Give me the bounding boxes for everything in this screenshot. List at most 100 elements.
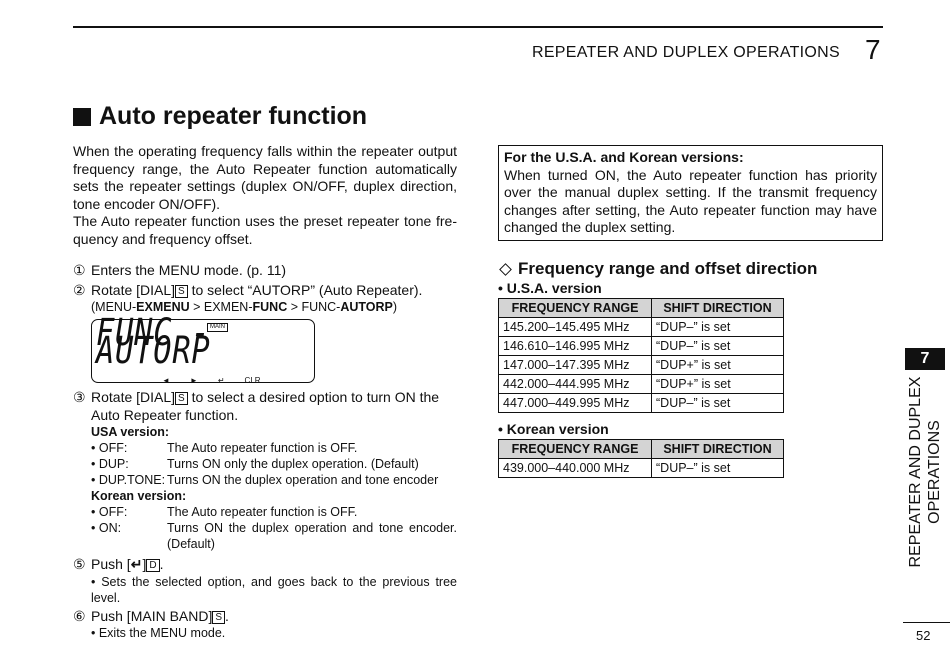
shift-cell: “DUP–” is set [651, 458, 784, 478]
notice-heading: For the U.S.A. and Korean versions: [504, 149, 744, 165]
shift-cell: “DUP–” is set [651, 393, 784, 413]
lcd-main-indicator: MAIN [207, 323, 228, 332]
step-5: ⑤ Push [↵]D. [73, 556, 457, 574]
lcd-text: FUNC - AUTORP [96, 311, 211, 372]
section-title-text: Auto repeater function [99, 102, 368, 130]
menu-path: (MENU-EXMENU > EXMEN-FUNC > FUNC-AUTORP) [91, 299, 457, 315]
menu-path-part: > FUNC- [287, 300, 341, 314]
page-number: 52 [916, 628, 931, 643]
top-rule [73, 26, 883, 28]
column-header-shift: SHIFT DIRECTION [651, 439, 784, 459]
notice-body: When turned ON, the Auto repeater functi… [504, 166, 877, 236]
menu-path-part: > EXMEN- [189, 300, 253, 314]
step-text: Enters the MENU mode. (p. 11) [91, 262, 287, 278]
step-6-note: • Exits the MENU mode. [91, 626, 226, 640]
step-5-note: • Sets the selected option, and goes bac… [91, 574, 457, 605]
step-text-part: to select “AUTORP” (Auto Repeater). [187, 281, 423, 298]
frequency-section-heading: Frequency range and offset direction [498, 259, 817, 279]
table-row: 146.610–146.995 MHz“DUP–” is set [498, 336, 784, 356]
range-cell: 145.200–145.495 MHz [498, 317, 652, 337]
shift-cell: “DUP+” is set [651, 374, 784, 394]
shift-cell: “DUP–” is set [651, 336, 784, 356]
step-text-part: . [225, 607, 229, 624]
step-text: Push [↵]D. [91, 556, 457, 574]
square-bullet-icon [73, 107, 91, 126]
steps-list: ① Enters the MENU mode. (p. 11) ② Rotate… [73, 262, 457, 641]
menu-path-part: EXMENU [136, 300, 190, 314]
korea-table-label: • Korean version [498, 421, 609, 437]
frequency-section-title: Frequency range and offset direction [518, 259, 818, 278]
menu-path-part: (MENU- [91, 300, 137, 314]
side-key-icon: S [175, 284, 188, 298]
versions-notice-box: For the U.S.A. and Korean versions: When… [498, 145, 883, 241]
chapter-number: 7 [865, 34, 881, 65]
running-header: REPEATER AND DUPLEX OPERATIONS [531, 44, 840, 61]
lcd-softkeys: ◄ ► ↵ CLR [162, 372, 261, 390]
shift-cell: “DUP+” is set [651, 355, 784, 375]
option-row: • DUP: Turns ON only the duplex operation… [91, 456, 457, 472]
lcd-display-illustration: MAIN FUNC - AUTORP ◄ ► ↵ CLR [91, 311, 315, 385]
step-text: Push [MAIN BAND]S. [91, 608, 457, 626]
step-text: Rotate [DIAL]S to select a desired optio… [91, 389, 457, 424]
page-number-rule [903, 622, 950, 623]
option-key: • DUP.TONE: [91, 473, 166, 487]
step-text: Rotate [DIAL]S to select “AUTORP” (Auto … [91, 282, 457, 300]
step-number: ② [73, 281, 86, 298]
column-header-range: FREQUENCY RANGE [498, 298, 652, 318]
range-cell: 442.000–444.995 MHz [498, 374, 652, 394]
step-text-part: to select a desired option to turn ON th… [91, 389, 440, 423]
option-key: • DUP: [91, 457, 129, 471]
step-text-part: ] [142, 556, 147, 572]
menu-path-part: FUNC [252, 300, 288, 314]
left-arrow-icon: ◄ [162, 376, 170, 385]
option-row: • OFF: The Auto repeater function is OFF. [91, 440, 457, 456]
option-row: • OFF:The Auto repeater function is OFF. [91, 504, 457, 520]
korean-version-label-text: Korean version: [91, 489, 187, 503]
korea-frequency-table: FREQUENCY RANGE SHIFT DIRECTION 439.000–… [498, 439, 784, 478]
shift-cell: “DUP–” is set [651, 317, 784, 337]
side-label-line2: OPERATIONS [926, 420, 943, 524]
side-label-line1: REPEATER AND DUPLEX [907, 376, 924, 568]
option-key: • OFF: [91, 441, 128, 455]
range-cell: 147.000–147.395 MHz [498, 355, 652, 375]
table-row: 442.000–444.995 MHz“DUP+” is set [498, 374, 784, 394]
usa-table-label: • U.S.A. version [498, 280, 602, 296]
table-header-row: FREQUENCY RANGE SHIFT DIRECTION [498, 298, 784, 318]
option-desc: Turns ON the duplex operation and tone e… [167, 473, 439, 487]
option-desc: The Auto repeater function is OFF. [167, 505, 358, 519]
menu-path-part: AUTORP [340, 300, 393, 314]
step-number: ① [73, 262, 86, 278]
diamond-bullet-icon [499, 262, 512, 276]
table-row: 145.200–145.495 MHz“DUP–” is set [498, 317, 784, 337]
range-cell: 447.000–449.995 MHz [498, 393, 652, 413]
step-number: ⑥ [73, 607, 86, 624]
side-key-icon: S [175, 392, 188, 405]
column-header-range: FREQUENCY RANGE [498, 439, 652, 459]
option-row: • ON:Turns ON the duplex operation and t… [91, 520, 457, 552]
usa-version-label-text: USA version: [91, 425, 170, 439]
section-title: Auto repeater function [73, 102, 367, 131]
option-desc: Turns ON only the duplex operation. (Def… [167, 457, 419, 471]
korean-version-label: Korean version: [91, 488, 457, 504]
intro-paragraph-2: The Auto repeater function uses the pres… [73, 213, 457, 247]
clear-key-label: CLR [244, 376, 261, 385]
intro-paragraph-1: When the operating frequency falls withi… [73, 143, 457, 212]
table-header-row: FREQUENCY RANGE SHIFT DIRECTION [498, 439, 784, 459]
step-text-part: Push [MAIN BAND] [91, 607, 213, 624]
chapter-side-label: REPEATER AND DUPLEX OPERATIONS [906, 372, 944, 572]
table-row: 439.000–440.000 MHz“DUP–” is set [498, 458, 784, 478]
table-row: 447.000–449.995 MHz“DUP–” is set [498, 393, 784, 413]
range-cell: 146.610–146.995 MHz [498, 336, 652, 356]
instructions-column: When the operating frequency falls withi… [73, 143, 457, 641]
step-1: ① Enters the MENU mode. (p. 11) [73, 262, 457, 280]
step-text-part: Rotate [DIAL] [91, 389, 176, 405]
d-key-icon: D [146, 559, 160, 572]
option-desc: Turns ON the duplex operation and tone e… [167, 521, 457, 551]
step-text-part: Push [ [91, 556, 131, 572]
right-arrow-icon: ► [189, 376, 198, 385]
option-desc: The Auto repeater function is OFF. [167, 441, 358, 455]
enter-icon: ↵ [217, 376, 225, 385]
step-3: ③ Rotate [DIAL]S to select a desired opt… [73, 389, 457, 424]
usa-version-label: USA version: [91, 424, 457, 440]
enter-key-icon: ↵ [130, 556, 143, 572]
